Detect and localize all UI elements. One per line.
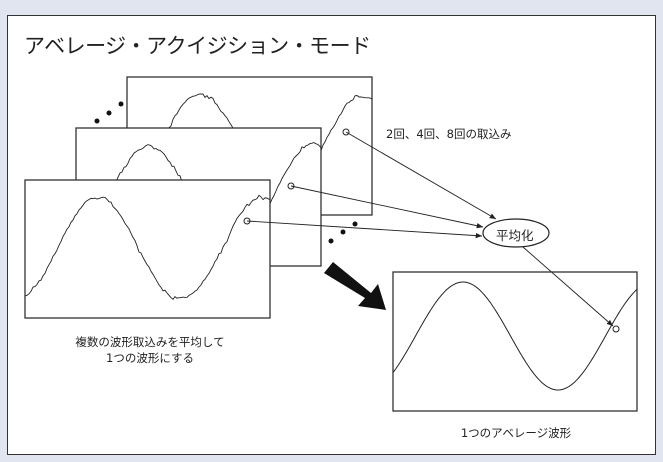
multi-waveform-description: 複数の波形取込みを平均して 1つの波形にする <box>40 334 260 366</box>
front-acquisition-frame <box>24 179 271 319</box>
description-line-1: 複数の波形取込みを平均して <box>75 335 225 349</box>
ellipsis-dots-top <box>94 101 124 124</box>
arrow-mid-to-avg <box>290 185 484 229</box>
result-waveform-frame <box>392 271 638 412</box>
averaged-waveform <box>393 281 637 391</box>
description-line-2: 1つの波形にする <box>106 351 194 365</box>
ellipsis-dots-bottom <box>328 221 358 244</box>
arrow-avg-to-result <box>522 246 614 327</box>
averaging-node <box>482 218 550 248</box>
averaging-label: 平均化 <box>496 228 534 243</box>
arrow-back-to-avg <box>345 131 497 220</box>
acquisition-count-label: 2回、4回、8回の取込み <box>386 127 512 141</box>
result-label: 1つのアベレージ波形 <box>460 426 572 440</box>
arrow-front-to-avg <box>246 220 483 239</box>
page-title: アベレージ・アクイジション・モード <box>24 34 371 58</box>
front-noisy-waveform <box>25 194 270 300</box>
result-sample-point <box>612 325 620 333</box>
big-arrow-icon <box>324 262 386 310</box>
